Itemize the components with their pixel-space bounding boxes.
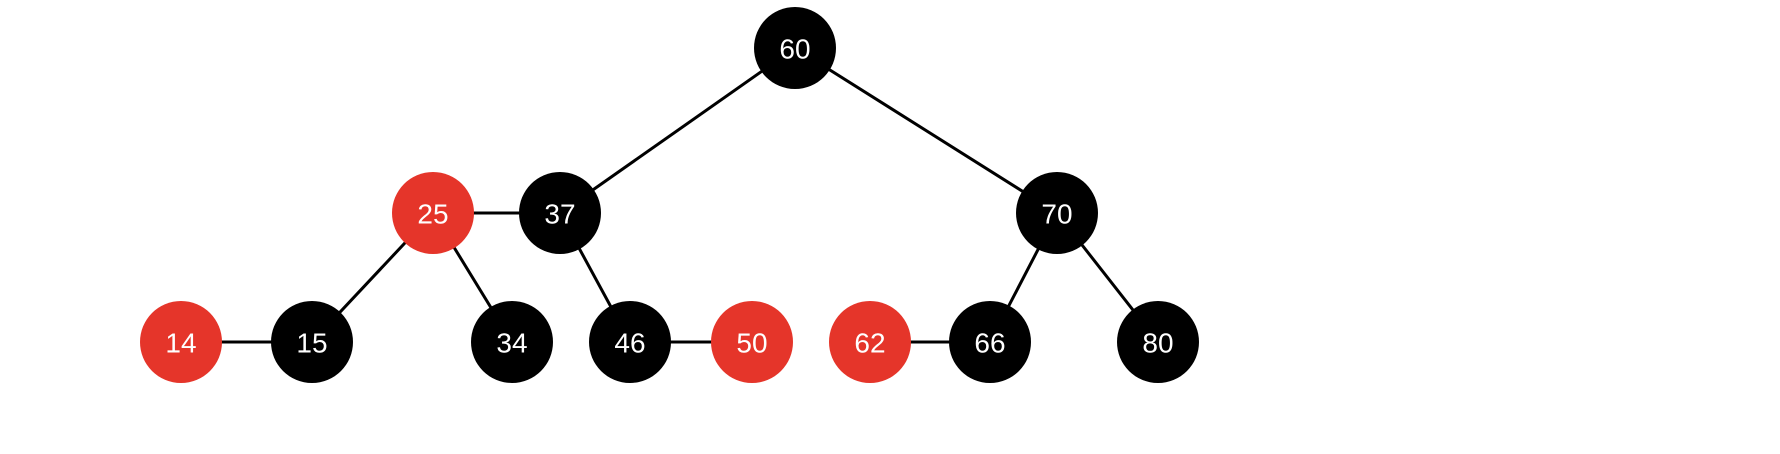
node-label-80: 80	[1142, 328, 1173, 359]
node-label-70: 70	[1041, 199, 1072, 230]
tree-node-37: 37	[519, 172, 601, 254]
node-label-46: 46	[614, 328, 645, 359]
tree-node-70: 70	[1016, 172, 1098, 254]
node-circle-60	[754, 7, 836, 89]
tree-edge-60-37	[559, 46, 796, 215]
tree-node-60: 60	[754, 7, 836, 89]
tree-node-15: 15	[271, 301, 353, 383]
node-circle-34	[471, 301, 553, 383]
node-circle-50	[711, 301, 793, 383]
node-circle-80	[1117, 301, 1199, 383]
tree-node-14: 14	[140, 301, 222, 383]
node-label-66: 66	[974, 328, 1005, 359]
tree-node-50: 50	[711, 301, 793, 383]
node-circle-15	[271, 301, 353, 383]
node-label-50: 50	[736, 328, 767, 359]
tree-node-46: 46	[589, 301, 671, 383]
node-label-37: 37	[544, 199, 575, 230]
node-circle-46	[589, 301, 671, 383]
node-label-62: 62	[854, 328, 885, 359]
node-label-15: 15	[296, 328, 327, 359]
tree-node-25: 25	[392, 172, 474, 254]
node-circle-37	[519, 172, 601, 254]
tree-node-62: 62	[829, 301, 911, 383]
node-circle-14	[140, 301, 222, 383]
node-circle-25	[392, 172, 474, 254]
tree-node-34: 34	[471, 301, 553, 383]
node-label-60: 60	[779, 34, 810, 65]
tree-node-66: 66	[949, 301, 1031, 383]
node-label-14: 14	[165, 328, 196, 359]
node-circle-66	[949, 301, 1031, 383]
node-circle-62	[829, 301, 911, 383]
node-label-25: 25	[417, 199, 448, 230]
tree-node-80: 80	[1117, 301, 1199, 383]
tree-edge-60-70	[794, 46, 1058, 215]
node-label-34: 34	[496, 328, 527, 359]
node-circle-70	[1016, 172, 1098, 254]
